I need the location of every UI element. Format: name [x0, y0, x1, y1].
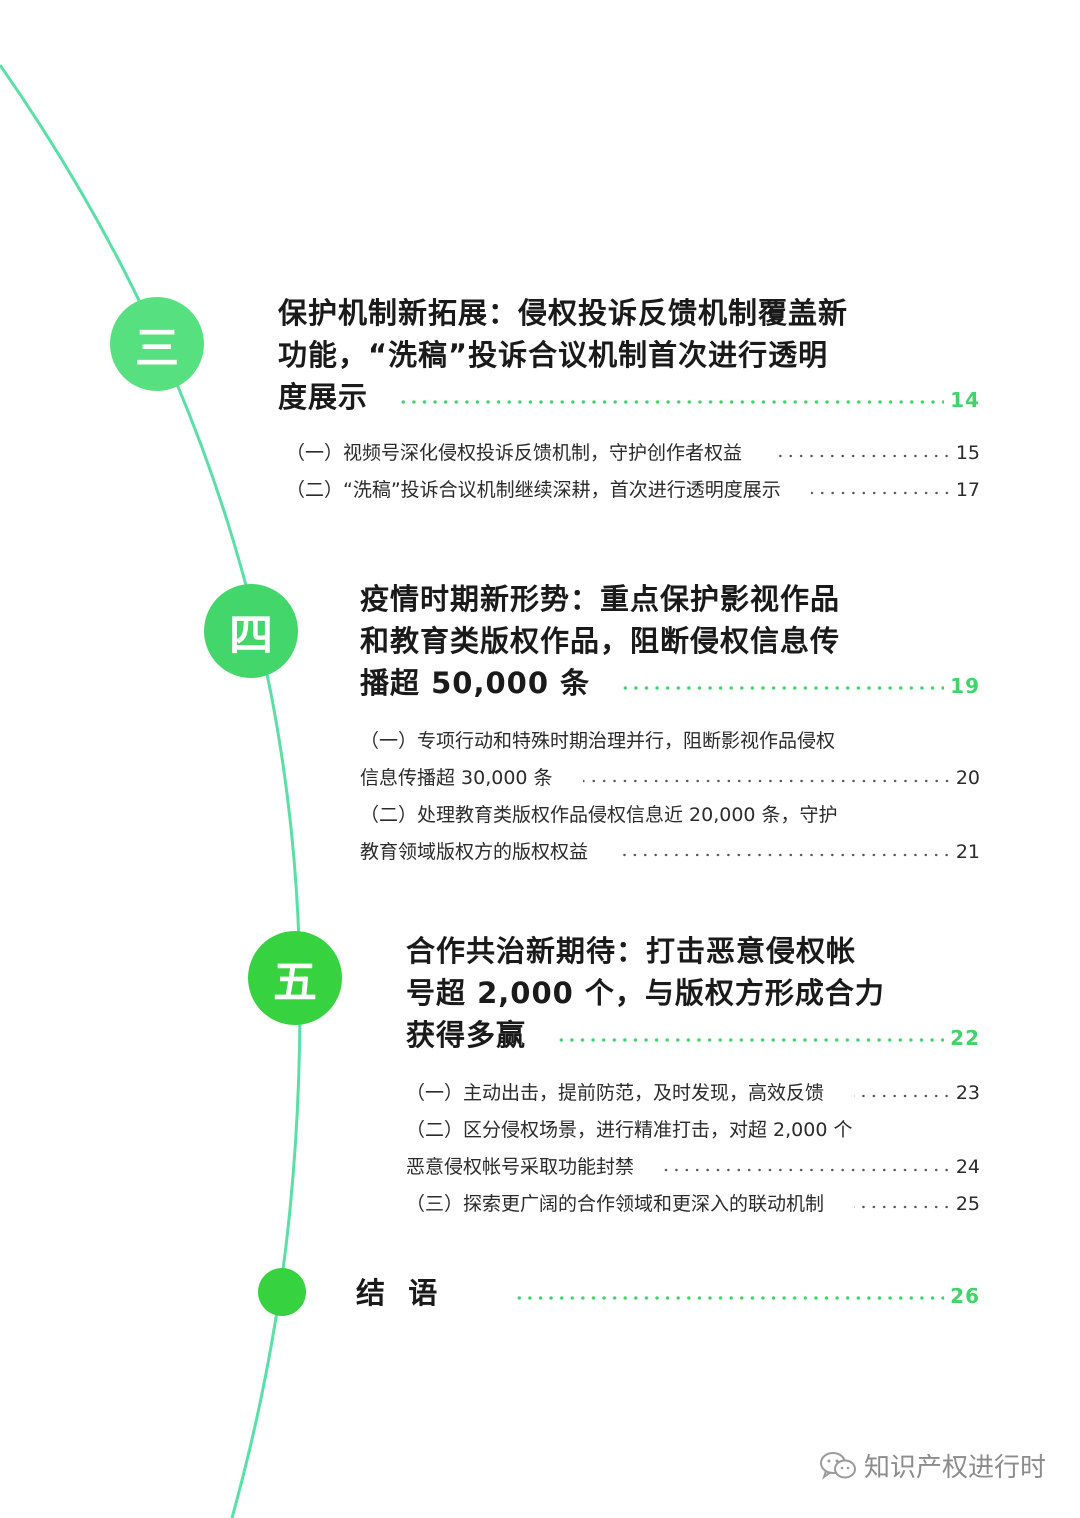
toc-entry-page: 23: [955, 1082, 980, 1104]
section-3-title-line: 功能，“洗稿”投诉合议机制首次进行透明: [278, 338, 829, 372]
toc-entry-4-2[interactable]: （二）处理教育类版权作品侵权信息近 20,000 条，守护 教育领域版权方的版权…: [360, 797, 980, 871]
section-3-title-line: 度展示: [278, 380, 369, 414]
wechat-icon: [818, 1450, 858, 1482]
toc-entry-page: 24: [955, 1156, 980, 1178]
toc-entry-label: 恶意侵权帐号采取功能封禁: [406, 1156, 635, 1178]
section-4-title-line: 和教育类版权作品，阻断侵权信息传: [360, 624, 841, 658]
section-4-title-line: 播超 50,000 条: [360, 666, 591, 700]
toc-entry-page: 25: [955, 1193, 980, 1215]
watermark-text: 知识产权进行时: [863, 1453, 1046, 1483]
section-4-title[interactable]: 疫情时期新形势：重点保护影视作品 和教育类版权作品，阻断侵权信息传 播超 50,…: [360, 578, 980, 707]
toc-entry-page: 15: [955, 442, 980, 464]
toc-entry-label: （一）专项行动和特殊时期治理并行，阻断影视作品侵权: [360, 730, 836, 752]
toc-entry-label: （一）视频号深化侵权投诉反馈机制，守护创作者权益: [286, 442, 743, 464]
conclusion-title: 结 语: [356, 1276, 439, 1310]
toc-entry-3-2[interactable]: （二）“洗稿”投诉合议机制继续深耕，首次进行透明度展示 17: [286, 472, 980, 509]
toc-entry-5-2[interactable]: （二）区分侵权场景，进行精准打击，对超 2,000 个 恶意侵权帐号采取功能封禁…: [406, 1112, 980, 1186]
toc-entry-label: （一）主动出击，提前防范，及时发现，高效反馈: [406, 1082, 825, 1104]
dot-leader: [514, 1295, 945, 1300]
section-3-badge: 三: [110, 297, 204, 391]
dot-leader: [556, 1037, 945, 1042]
section-5-title-line: 合作共治新期待：打击恶意侵权帐: [406, 934, 857, 968]
dot-leader: [810, 490, 952, 495]
toc-entry-label: （三）探索更广阔的合作领域和更深入的联动机制: [406, 1193, 825, 1215]
section-5-title-line: 号超 2,000 个，与版权方形成合力: [406, 976, 885, 1010]
toc-entry-5-3[interactable]: （三）探索更广阔的合作领域和更深入的联动机制 25: [406, 1186, 980, 1223]
section-4-page-number: 19: [950, 674, 980, 698]
dot-leader: [854, 1204, 952, 1209]
toc-entry-label: （二）“洗稿”投诉合议机制继续深耕，首次进行透明度展示: [286, 479, 781, 501]
section-5-badge: 五: [248, 931, 342, 1025]
section-5-title-line: 获得多赢: [406, 1018, 527, 1052]
conclusion[interactable]: 结 语 26: [356, 1272, 980, 1317]
section-3: 保护机制新拓展：侵权投诉反馈机制覆盖新 功能，“洗稿”投诉合议机制首次进行透明 …: [278, 292, 980, 509]
section-3-page-number: 14: [950, 388, 980, 412]
section-4: 疫情时期新形势：重点保护影视作品 和教育类版权作品，阻断侵权信息传 播超 50,…: [360, 578, 980, 871]
toc-entry-page: 20: [955, 767, 980, 789]
section-4-title-line: 疫情时期新形势：重点保护影视作品: [360, 582, 841, 616]
dot-leader: [664, 1167, 952, 1172]
dot-leader: [854, 1093, 952, 1098]
dot-leader: [398, 399, 945, 404]
toc-entry-4-1[interactable]: （一）专项行动和特殊时期治理并行，阻断影视作品侵权 信息传播超 30,000 条…: [360, 723, 980, 797]
section-5-page-number: 22: [950, 1026, 980, 1050]
conclusion-badge: [258, 1268, 306, 1316]
toc-entry-label: 教育领域版权方的版权权益: [360, 841, 589, 863]
toc-entry-5-1[interactable]: （一）主动出击，提前防范，及时发现，高效反馈 23: [406, 1075, 980, 1112]
dot-leader: [620, 685, 945, 690]
toc-entry-label: （二）处理教育类版权作品侵权信息近 20,000 条，守护: [360, 804, 838, 826]
dot-leader: [618, 852, 952, 857]
toc-entry-page: 17: [955, 479, 980, 501]
dot-leader: [772, 453, 952, 458]
watermark: 知识产权进行时: [818, 1447, 1046, 1484]
toc-entry-label: 信息传播超 30,000 条: [360, 767, 553, 789]
dot-leader: [582, 778, 952, 783]
section-5-title[interactable]: 合作共治新期待：打击恶意侵权帐 号超 2,000 个，与版权方形成合力 获得多赢…: [406, 930, 980, 1059]
section-3-title-line: 保护机制新拓展：侵权投诉反馈机制覆盖新: [278, 296, 849, 330]
section-3-title[interactable]: 保护机制新拓展：侵权投诉反馈机制覆盖新 功能，“洗稿”投诉合议机制首次进行透明 …: [278, 292, 980, 421]
conclusion-page-number: 26: [950, 1284, 980, 1308]
toc-entry-page: 21: [955, 841, 980, 863]
toc-entry-label: （二）区分侵权场景，进行精准打击，对超 2,000 个: [406, 1119, 853, 1141]
section-4-badge: 四: [204, 584, 298, 678]
section-5: 合作共治新期待：打击恶意侵权帐 号超 2,000 个，与版权方形成合力 获得多赢…: [406, 930, 980, 1223]
toc-entry-3-1[interactable]: （一）视频号深化侵权投诉反馈机制，守护创作者权益 15: [286, 435, 980, 472]
